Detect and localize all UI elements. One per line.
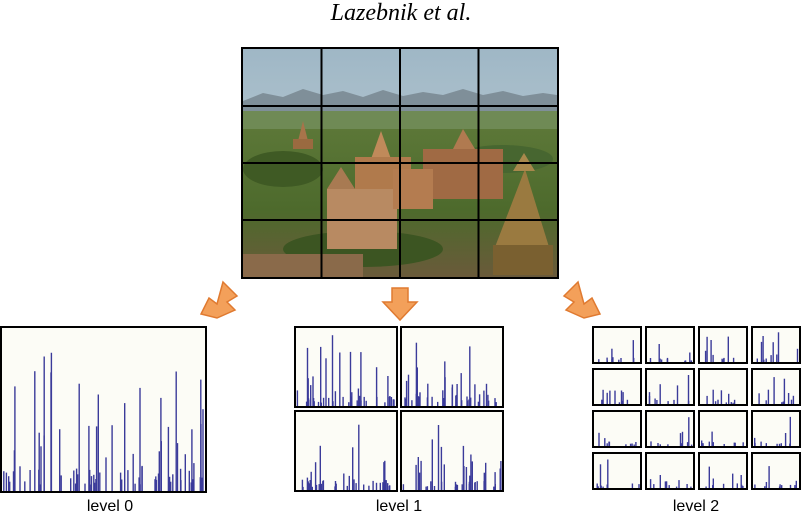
histogram-cell [645, 326, 695, 364]
histogram-cell [698, 452, 748, 490]
histogram-cell [751, 452, 801, 490]
histogram-cell [592, 410, 642, 448]
histogram-cell [645, 368, 695, 406]
level-0-histogram [0, 326, 207, 493]
landscape-photo [241, 47, 559, 279]
down-arrow-icon [381, 287, 419, 322]
histogram-cell [645, 452, 695, 490]
histogram-cell [751, 326, 801, 364]
level-1-caption: level 1 [375, 498, 423, 515]
histogram-cell [645, 410, 695, 448]
histogram-cell [592, 368, 642, 406]
figure-title: Lazebnik et al. [330, 0, 472, 26]
level-2-histograms [592, 326, 801, 490]
level-1-histograms [294, 326, 504, 492]
histogram-cell [698, 368, 748, 406]
down-right-arrow-icon [562, 280, 602, 319]
histogram-cell [698, 410, 748, 448]
level-2-caption: level 2 [672, 498, 720, 515]
photo-grid-overlay [243, 49, 557, 277]
level-0-caption: level 0 [86, 498, 134, 515]
histogram-cell [294, 410, 398, 492]
down-left-arrow-icon [199, 280, 239, 319]
histogram-cell [294, 326, 398, 408]
histogram-cell [0, 326, 207, 493]
histogram-cell [751, 410, 801, 448]
histogram-cell [751, 368, 801, 406]
